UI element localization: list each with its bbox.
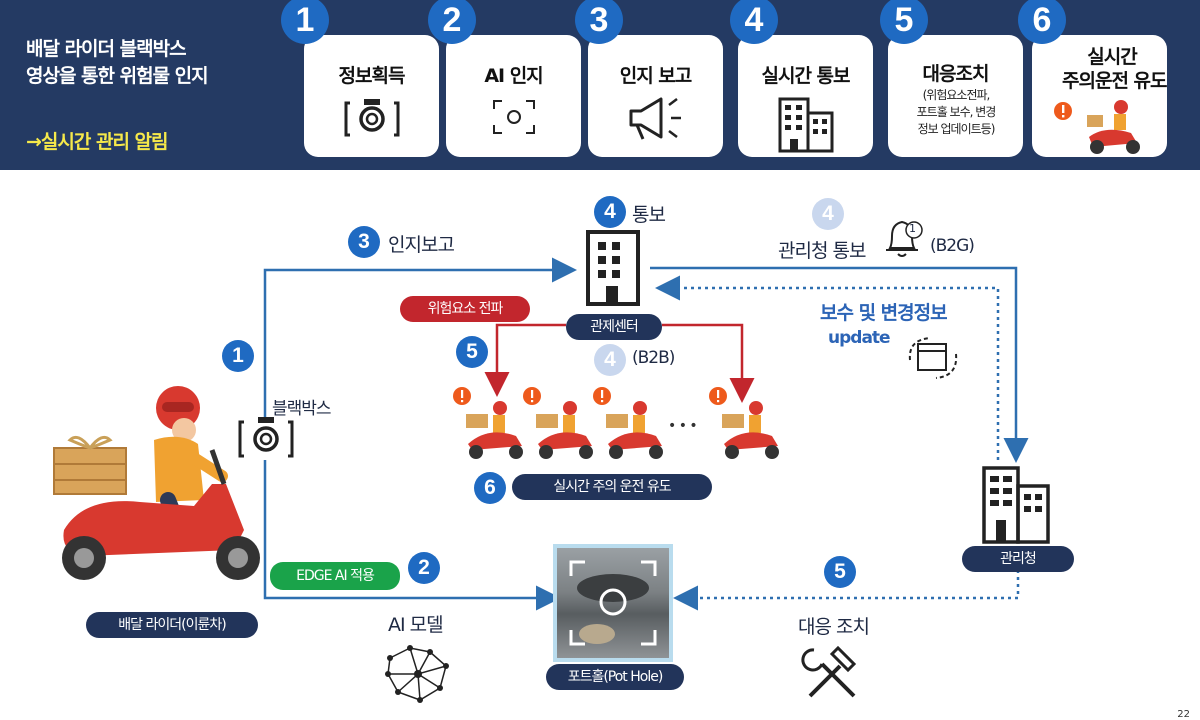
delivery-rider-illustration: [44, 380, 274, 594]
caution-label: 실시간 주의 운전 유도: [512, 474, 712, 500]
pothole-image: [553, 544, 673, 662]
step-label-4: 실시간 통보: [761, 65, 850, 87]
agency-icon: [978, 464, 1054, 550]
blackbox-label: 블랙박스: [272, 399, 332, 419]
spread-num: 5: [456, 336, 488, 368]
step-label-3: 인지 보고: [619, 65, 693, 87]
step-sub-5-line3: 정보 업데이트등): [917, 122, 996, 136]
b2g-num: 4: [812, 198, 844, 230]
rider-label: 배달 라이더(이륜차): [86, 612, 258, 638]
b2b-num: 4: [594, 344, 626, 376]
edge-ai-num: 2: [408, 552, 440, 584]
step-card-3: 인지 보고: [588, 35, 723, 157]
update-label-1: 보수 및 변경정보: [820, 302, 948, 324]
control-center-icon: [582, 228, 644, 312]
step-card-4: 실시간 통보: [738, 35, 873, 157]
rider-alert-icon: [1032, 97, 1167, 161]
step-num-1: 1: [281, 0, 329, 44]
step-sub-5: (위험요소전파, 포트홀 보수, 변경 정보 업데이트등): [894, 87, 1018, 138]
rider-ellipsis: • • •: [668, 418, 698, 434]
caution-num: 6: [474, 472, 506, 504]
update-label-2: update: [828, 328, 891, 348]
pothole-label: 포트홀(Pot Hole): [546, 664, 684, 690]
ai-model-label: AI 모델: [388, 614, 444, 636]
action-arrow: [673, 570, 1020, 611]
focus-frame-icon: [446, 93, 581, 145]
step-card-6: 실시간 주의운전 유도: [1032, 35, 1168, 157]
blackbox-num: 1: [222, 340, 254, 372]
step-num-2: 2: [428, 0, 476, 44]
step-num-4: 4: [730, 0, 778, 44]
b2g-label: 관리청 통보: [778, 240, 866, 262]
header-title-line2: 영상을 통한 위험물 인지: [26, 65, 209, 87]
step-num-5: 5: [880, 0, 928, 44]
camera-icon: [304, 93, 439, 145]
notify-num: 4: [594, 196, 626, 228]
page-number: 22: [1177, 709, 1190, 720]
header-band: 배달 라이더 블랙박스 영상을 통한 위험물 인지 →실시간 관리 알림 정보획…: [0, 0, 1200, 170]
action-label: 대응 조치: [798, 616, 870, 638]
b2g-tag: (B2G): [930, 236, 975, 256]
step-label-2: AI 인지: [484, 65, 543, 87]
step-num-6: 6: [1018, 0, 1066, 44]
step-label-5: 대응조치: [922, 63, 990, 85]
b2g-arrow: [650, 266, 1029, 463]
header-title: 배달 라이더 블랙박스 영상을 통한 위험물 인지: [26, 36, 209, 90]
blackbox-camera-icon: [238, 412, 294, 464]
rider-1: [453, 387, 523, 459]
action-num: 5: [824, 556, 856, 588]
report-num: 3: [348, 226, 380, 258]
rider-4: [709, 387, 779, 459]
step-card-5: 대응조치 (위험요소전파, 포트홀 보수, 변경 정보 업데이트등): [888, 35, 1023, 157]
refresh-window-icon: [902, 334, 966, 386]
notify-label: 통보: [632, 204, 666, 226]
b2b-label: (B2B): [632, 348, 675, 368]
step-sub-5-line1: (위험요소전파,: [922, 88, 991, 102]
control-center-label: 관제센터: [566, 314, 662, 340]
edge-ai-arrow: [263, 460, 561, 611]
header-alert: →실시간 관리 알림: [26, 131, 169, 153]
edge-ai-label: EDGE AI 적용: [270, 562, 400, 590]
step-card-2: AI 인지: [446, 35, 581, 157]
building-icon: [738, 93, 873, 157]
risk-spread-label: 위험요소 전파: [400, 296, 530, 322]
spread-arrow-left: [484, 323, 566, 397]
report-label: 인지보고: [388, 234, 455, 256]
rider-2: [523, 387, 593, 459]
step-label-6-line1: 실시간: [1087, 46, 1137, 68]
step-label-6: 실시간 주의운전 유도: [1062, 45, 1168, 93]
step-sub-5-line2: 포트홀 보수, 변경: [916, 105, 997, 119]
rider-row: [450, 384, 790, 468]
step-card-1: 정보획득: [304, 35, 439, 157]
agency-label: 관리청: [962, 546, 1074, 572]
neural-network-icon: [380, 638, 456, 714]
report-arrow: [263, 257, 577, 420]
header-title-line1: 배달 라이더 블랙박스: [26, 38, 187, 60]
step-num-3: 3: [575, 0, 623, 44]
step-label-6-line2: 주의운전 유도: [1062, 70, 1168, 92]
tools-icon: [800, 642, 864, 710]
step-label-1: 정보획득: [338, 65, 406, 87]
bell-icon: 1: [882, 214, 926, 264]
bell-badge: 1: [909, 222, 916, 235]
megaphone-icon: [588, 93, 723, 147]
spread-arrow-right: [662, 323, 755, 403]
update-arrow: [655, 275, 1000, 460]
rider-3: [593, 387, 663, 459]
